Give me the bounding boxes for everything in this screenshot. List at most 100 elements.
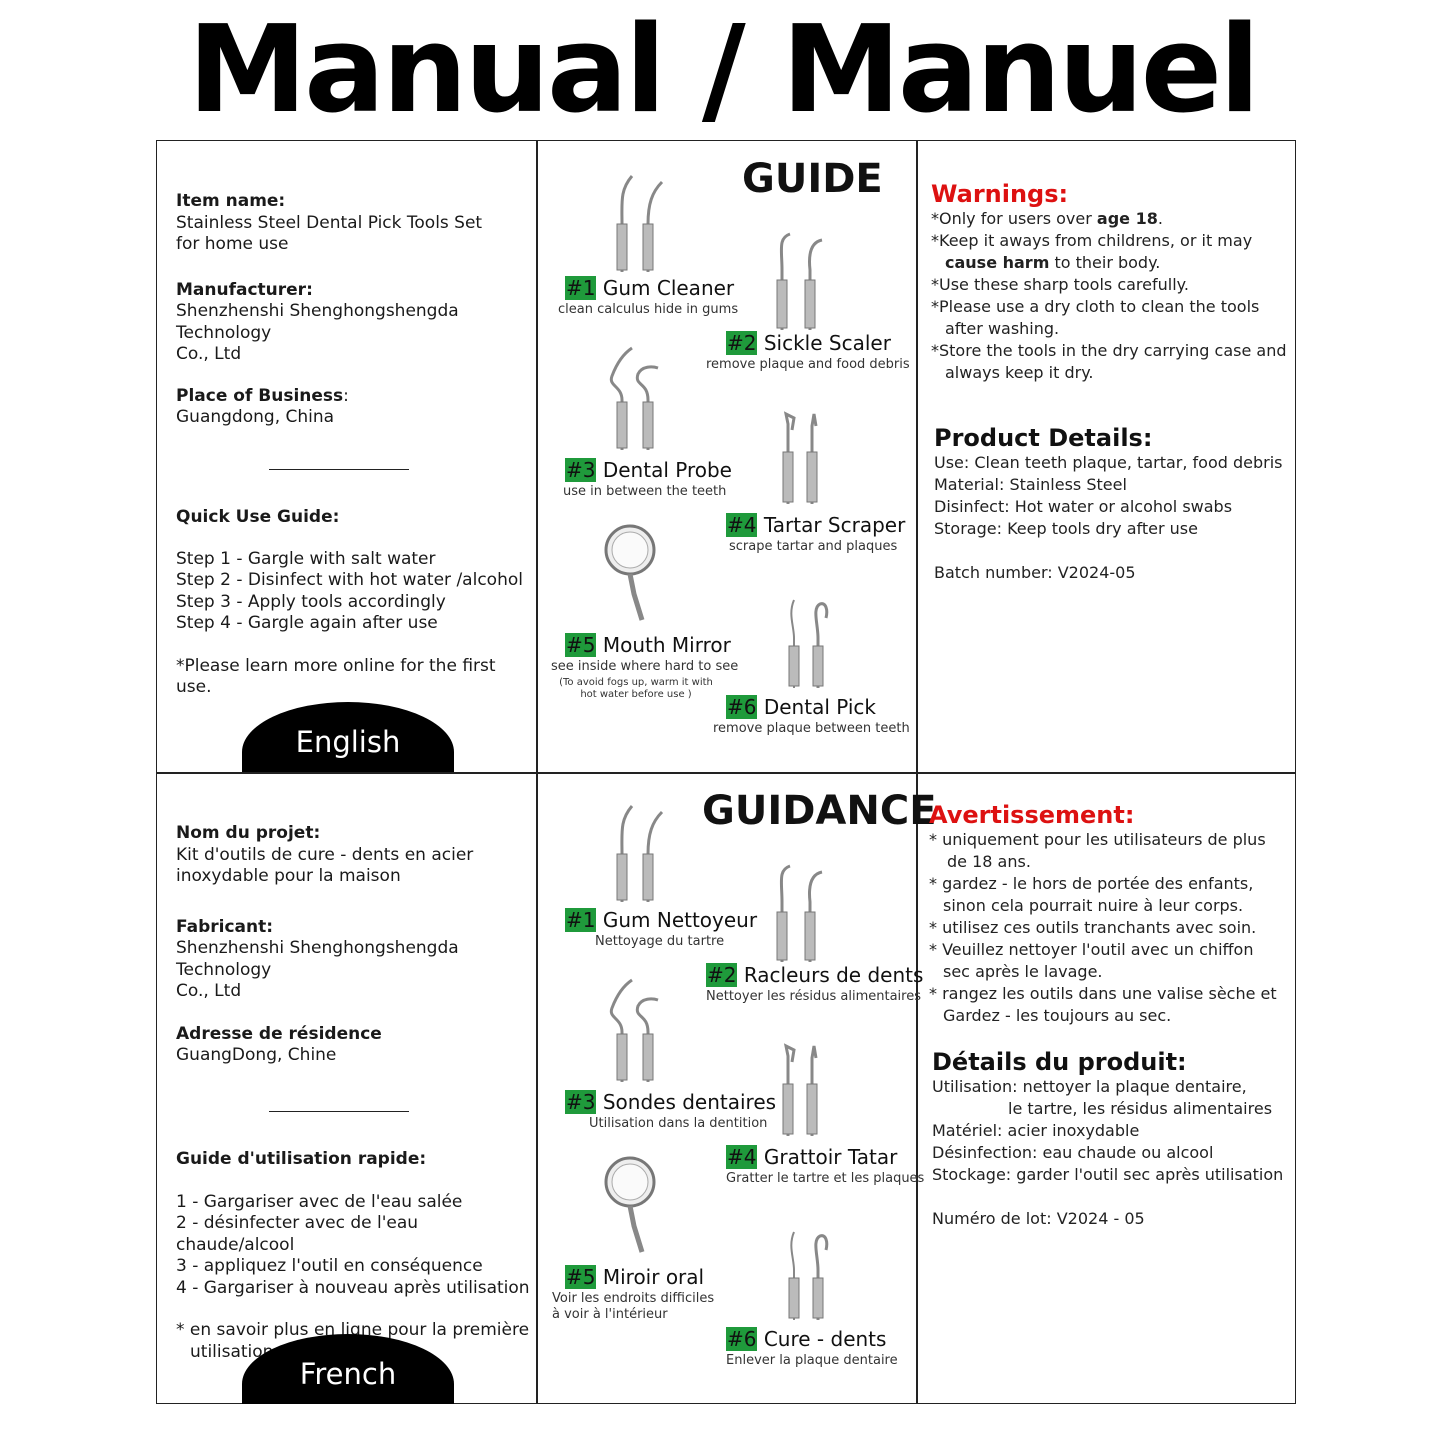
guidance-heading: GUIDANCE xyxy=(702,788,937,834)
tool-description: Nettoyage du tartre xyxy=(595,934,725,949)
detail-line: Disinfect: Hot water or alcohol swabs xyxy=(934,497,1233,516)
warning-line: after washing. xyxy=(945,319,1060,338)
row-divider xyxy=(156,772,1296,774)
product-details-heading: Détails du produit: xyxy=(932,1048,1187,1076)
language-badge-french: French xyxy=(242,1334,454,1404)
tool-title: #1 Gum Nettoyeur xyxy=(565,908,758,932)
dental-pick-icon xyxy=(788,1231,829,1320)
warning-line: Gardez - les toujours au sec. xyxy=(943,1006,1172,1025)
item-name-value: Stainless Steel Dental Pick Tools Set xyxy=(176,212,483,233)
item-name-value: for home use xyxy=(176,234,289,254)
detail-line: Material: Stainless Steel xyxy=(934,475,1127,494)
step-item: 3 - appliquez l'outil en conséquence xyxy=(176,1256,483,1276)
step-item: Step 1 - Gargle with salt water xyxy=(176,548,436,569)
tool-title: #2 Sickle Scaler xyxy=(726,331,891,355)
address-label: Adresse de résidence xyxy=(176,1023,382,1044)
mouth-mirror-icon xyxy=(604,524,656,621)
address-value: GuangDong, Chine xyxy=(176,1045,337,1065)
first-use-note: utilisation. xyxy=(190,1341,279,1362)
french-info-panel: Nom du projet: Kit d'outils de cure - de… xyxy=(176,823,536,1363)
warning-line: *Use these sharp tools carefully. xyxy=(931,275,1189,294)
warning-line: * utilisez ces outils tranchants avec so… xyxy=(929,918,1257,937)
sickle-scaler-icon xyxy=(776,864,823,962)
step-item: Step 2 - Disinfect with hot water /alcoh… xyxy=(176,570,523,590)
english-info-panel: Item name: Stainless Steel Dental Pick T… xyxy=(176,191,536,699)
warning-line: cause harm to their body. xyxy=(945,253,1161,272)
tool-description: Utilisation dans la dentition xyxy=(589,1116,768,1131)
step-item: 4 - Gargariser à nouveau après utilisati… xyxy=(176,1277,530,1298)
tool-title: #2 Racleurs de dents xyxy=(706,963,924,987)
warnings-heading: Warnings: xyxy=(931,180,1069,208)
dental-probe-icon xyxy=(609,978,659,1082)
step-item: Step 3 - Apply tools accordingly xyxy=(176,591,446,612)
product-details-list: Use: Clean teeth plaque, tartar, food de… xyxy=(934,452,1294,584)
item-name-value: Kit d'outils de cure - dents en acier xyxy=(176,844,474,865)
warning-line: *Please use a dry cloth to clean the too… xyxy=(931,297,1260,316)
detail-line: Désinfection: eau chaude ou alcool xyxy=(932,1143,1214,1162)
tool-title: #4 Grattoir Tatar xyxy=(726,1145,898,1169)
tool-description: scrape tartar and plaques xyxy=(729,539,898,554)
tool-description: clean calculus hide in gums xyxy=(558,302,739,317)
first-use-note: * en savoir plus en ligne pour la premiè… xyxy=(176,1320,530,1340)
detail-line: Use: Clean teeth plaque, tartar, food de… xyxy=(934,453,1283,472)
separator-line xyxy=(269,468,409,470)
page-title: Manual / Manuel xyxy=(187,1,1261,140)
guide-heading: GUIDE xyxy=(742,156,883,202)
warning-line: sinon cela pourrait nuire à leur corps. xyxy=(943,896,1244,915)
item-name-label: Nom du projet: xyxy=(176,823,321,843)
separator-line xyxy=(269,1110,409,1112)
tool-title: #4 Tartar Scraper xyxy=(726,513,906,537)
warning-line: sec après le lavage. xyxy=(943,962,1103,981)
warning-line: * Veuillez nettoyer l'outil avec un chif… xyxy=(929,940,1254,959)
tool-description: remove plaque and food debris xyxy=(706,357,910,372)
mouth-mirror-icon xyxy=(604,1156,656,1253)
batch-number: Numéro de lot: V2024 - 05 xyxy=(932,1209,1145,1228)
product-details-heading: Product Details: xyxy=(934,424,1153,452)
tool-title: #5 Miroir oral xyxy=(565,1265,705,1289)
manufacturer-value: Shenzhenshi Shenghongshengda Technology xyxy=(176,938,459,980)
warning-line: *Keep it aways from childrens, or it may xyxy=(931,231,1253,250)
detail-line: Utilisation: nettoyer la plaque dentaire… xyxy=(932,1077,1247,1096)
warning-line: * gardez - le hors de portée des enfants… xyxy=(929,874,1254,893)
quick-use-guide-label: Quick Use Guide: xyxy=(176,507,340,527)
tool-description: Nettoyer les résidus alimentaires xyxy=(706,989,921,1004)
warning-line: de 18 ans. xyxy=(947,852,1031,871)
manufacturer-label: Fabricant: xyxy=(176,916,274,937)
dental-probe-icon xyxy=(609,346,659,450)
first-use-note: *Please learn more online for the first … xyxy=(176,655,496,698)
detail-line: Storage: Keep tools dry after use xyxy=(934,519,1198,538)
manufacturer-value: Co., Ltd xyxy=(176,344,242,364)
batch-number: Batch number: V2024-05 xyxy=(934,563,1136,582)
tool-title: #1 Gum Cleaner xyxy=(565,276,735,300)
tartar-scraper-icon xyxy=(782,411,818,504)
gum-cleaner-icon xyxy=(616,175,664,272)
warning-line: always keep it dry. xyxy=(945,363,1094,382)
tool-title: #3 Sondes dentaires xyxy=(565,1090,777,1114)
tool-description: see inside where hard to see xyxy=(551,659,739,674)
quick-use-guide-label: Guide d'utilisation rapide: xyxy=(176,1149,427,1169)
tool-title: #5 Mouth Mirror xyxy=(565,633,731,657)
warning-line: * rangez les outils dans une valise sèch… xyxy=(929,984,1277,1003)
detail-line: Matériel: acier inoxydable xyxy=(932,1121,1140,1140)
detail-line: le tartre, les résidus alimentaires xyxy=(1008,1099,1273,1118)
step-item: 2 - désinfecter avec de l'eau chaude/alc… xyxy=(176,1213,419,1255)
place-of-business-value: Guangdong, China xyxy=(176,407,335,427)
detail-line: Stockage: garder l'outil sec après utili… xyxy=(932,1165,1284,1184)
gum-cleaner-icon xyxy=(616,805,664,902)
warning-line: *Store the tools in the dry carrying cas… xyxy=(931,341,1287,360)
warnings-list: * uniquement pour les utilisateurs de pl… xyxy=(929,829,1293,1027)
tool-title: #6 Cure - dents xyxy=(726,1327,887,1351)
tool-description: remove plaque between teeth xyxy=(713,721,910,736)
tool-description: Enlever la plaque dentaire xyxy=(726,1353,898,1368)
tool-description: use in between the teeth xyxy=(563,484,727,499)
manufacturer-value: Co., Ltd xyxy=(176,981,242,1001)
manufacturer-label: Manufacturer: xyxy=(176,279,313,300)
sickle-scaler-icon xyxy=(776,232,823,330)
item-name-label: Item name: xyxy=(176,191,286,211)
product-details-list: Utilisation: nettoyer la plaque dentaire… xyxy=(932,1076,1294,1230)
manufacturer-value: Shenzhenshi Shenghongshengda Technology xyxy=(176,301,459,343)
tool-title: #3 Dental Probe xyxy=(565,458,732,482)
step-item: 1 - Gargariser avec de l'eau salée xyxy=(176,1191,463,1212)
